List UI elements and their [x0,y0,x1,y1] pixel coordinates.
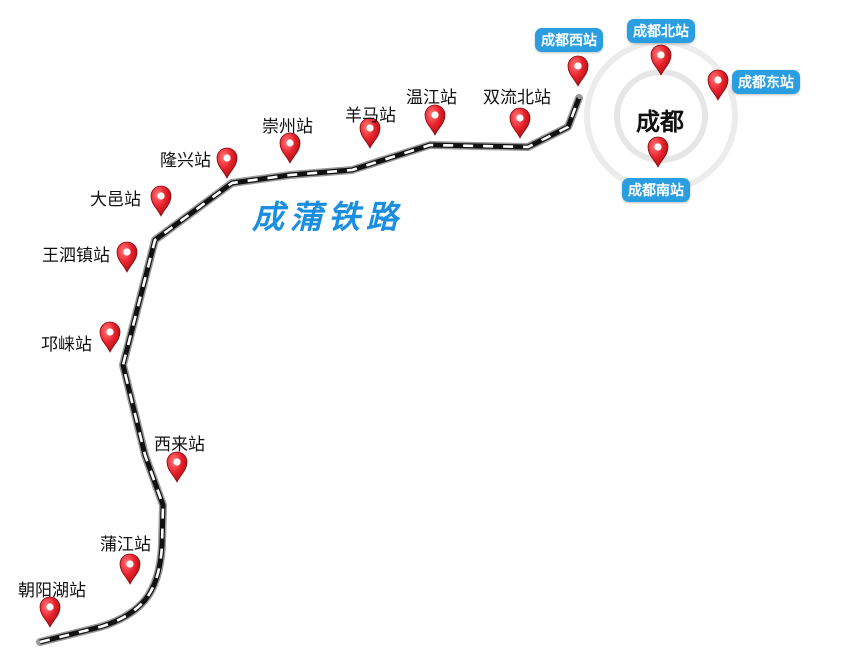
map-pin-icon[interactable] [707,69,729,101]
map-pin-icon[interactable] [150,185,172,217]
hub-label-chengdubei[interactable]: 成都北站 [627,19,695,43]
station-label-longxing[interactable]: 隆兴站 [160,151,211,171]
map-pin-icon[interactable] [39,596,61,628]
railway-line [36,94,583,646]
map-pin-icon[interactable] [279,132,301,164]
map-pin-icon[interactable] [216,147,238,179]
map-pin-icon[interactable] [99,321,121,353]
hub-label-chengdunan[interactable]: 成都南站 [622,178,690,202]
station-label-qionglai[interactable]: 邛崃站 [41,335,92,355]
station-label-yangma[interactable]: 羊马站 [345,106,396,126]
station-label-wangsizhen[interactable]: 王泗镇站 [42,246,110,266]
map-pin-icon[interactable] [509,107,531,139]
line-title: 成蒲铁路 [252,198,405,236]
station-label-chongzhou[interactable]: 崇州站 [262,117,313,137]
map-pin-icon[interactable] [567,55,589,87]
station-label-wenjiang[interactable]: 温江站 [406,88,457,108]
map-pin-icon[interactable] [424,104,446,136]
station-label-chaoyanghu[interactable]: 朝阳湖站 [18,581,86,601]
station-label-shuangliubei[interactable]: 双流北站 [483,88,551,108]
hub-label-chengduxi[interactable]: 成都西站 [535,28,603,52]
hub-label-chengdudong[interactable]: 成都东站 [732,70,800,94]
center-city-label: 成都 [636,108,684,136]
station-label-dayi[interactable]: 大邑站 [90,190,141,210]
map-pin-icon[interactable] [166,451,188,483]
station-label-xilai[interactable]: 西来站 [154,435,205,455]
map-pin-icon[interactable] [116,241,138,273]
station-label-pujiang[interactable]: 蒲江站 [100,535,151,555]
map-pin-icon[interactable] [119,553,141,585]
